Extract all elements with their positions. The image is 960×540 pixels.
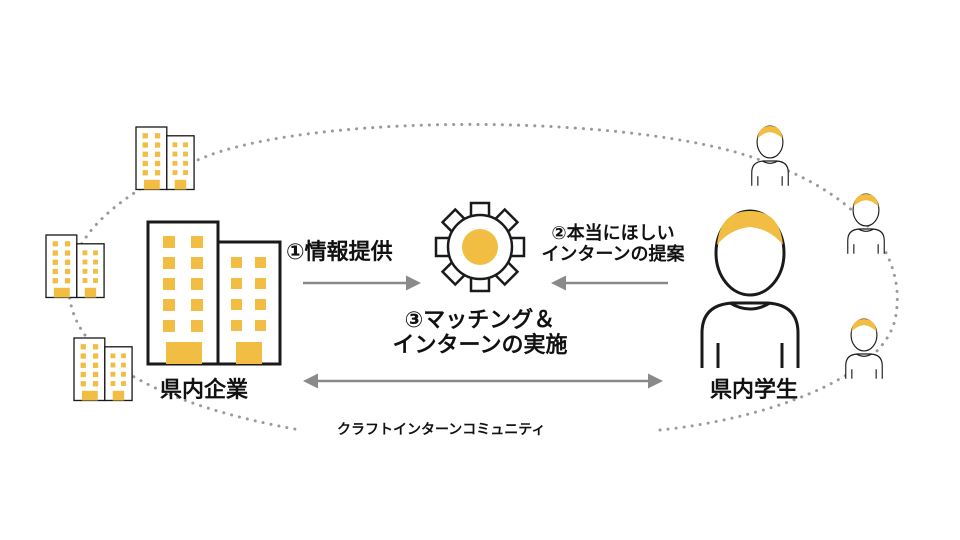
step2-line1: ②本当にほしい (551, 223, 675, 244)
small-building-icon (73, 337, 133, 402)
community-label: クラフトインターンコミュニティ (337, 422, 546, 438)
step1-label: ①情報提供 (286, 240, 393, 265)
small-building-icon (135, 126, 195, 191)
step2-label: ②本当にほしい インターンの提案 (538, 223, 688, 265)
small-person-icon (845, 318, 883, 379)
gear-icon (434, 201, 526, 293)
company-building-main (146, 220, 282, 366)
small-person-icon (847, 193, 885, 254)
community-ring (67, 122, 899, 432)
step2-line2: インターンの提案 (541, 243, 685, 265)
companies-label: 県内企業 (160, 378, 249, 403)
step3-label: ③マッチング＆ インターンの実施 (370, 308, 590, 359)
small-building-icon (45, 234, 105, 299)
company-building-icon (146, 220, 282, 366)
students-label: 県内学生 (710, 378, 799, 403)
student-person-icon (700, 209, 800, 368)
step3-line1: ③マッチング＆ (404, 308, 556, 333)
step3-line2: インターンの実施 (392, 333, 568, 359)
small-person-icon (751, 125, 789, 186)
